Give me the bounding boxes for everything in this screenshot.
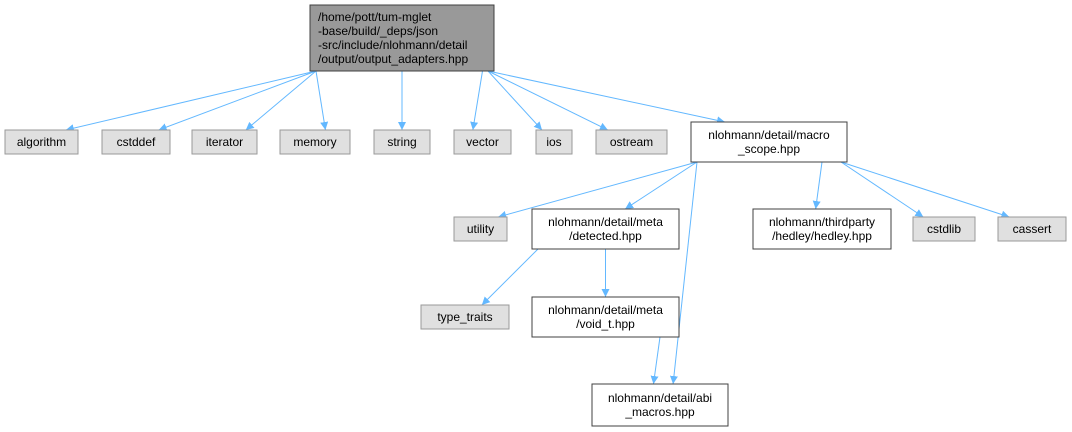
node-box-string — [373, 129, 431, 155]
node-label-root-line-2: -base/build/_deps/json — [318, 24, 438, 38]
node-iterator: iterator — [191, 129, 258, 155]
node-string: string — [373, 129, 431, 155]
node-label-string-line-1: string — [387, 135, 416, 149]
node-label-cstdlib-line-1: cstdlib — [927, 222, 961, 236]
node-cstddef: cstddef — [101, 129, 171, 155]
node-box-hedley — [752, 208, 892, 250]
node-box-macro_scope — [690, 121, 848, 163]
node-box-void_t — [531, 296, 680, 338]
node-label-ostream-line-1: ostream — [610, 135, 653, 149]
node-box-detected — [531, 208, 680, 250]
node-box-root — [309, 4, 495, 72]
edge-macro_scope-to-hedley — [812, 161, 823, 210]
node-label-macro_scope-line-2: _scope.hpp — [737, 142, 800, 156]
node-utility: utility — [453, 216, 508, 242]
node-label-memory-line-1: memory — [293, 135, 336, 149]
node-box-cassert — [997, 216, 1067, 242]
node-cstdlib: cstdlib — [912, 216, 976, 242]
edge-root-to-ostream — [487, 70, 609, 131]
node-label-detected-line-2: /detected.hpp — [569, 229, 642, 243]
node-label-detected-line-1: nlohmann/detail/meta — [548, 215, 663, 229]
node-label-macro_scope-line-1: nlohmann/detail/macro — [708, 128, 830, 142]
node-box-abi_macros — [591, 383, 729, 427]
node-label-utility-line-1: utility — [467, 222, 494, 236]
node-box-algorithm — [4, 129, 79, 155]
node-label-hedley-line-1: nlohmann/thirdparty — [769, 215, 875, 229]
node-type_traits: type_traits — [420, 304, 510, 330]
node-memory: memory — [279, 129, 351, 155]
edge-root-to-iterator — [245, 70, 317, 131]
edge-root-to-macro_scope — [487, 70, 726, 125]
node-vector: vector — [453, 129, 512, 155]
node-ostream: ostream — [595, 129, 668, 155]
node-box-ios — [535, 129, 573, 155]
edge-detected-to-type_traits — [481, 248, 539, 306]
edge-macro_scope-to-cassert — [840, 161, 1010, 219]
edge-root-to-vector — [470, 70, 483, 131]
node-cassert: cassert — [997, 216, 1067, 242]
edge-root-to-memory — [315, 70, 329, 131]
node-label-vector-line-1: vector — [466, 135, 499, 149]
node-box-cstddef — [101, 129, 171, 155]
node-label-type_traits-line-1: type_traits — [437, 310, 492, 324]
node-label-void_t-line-1: nlohmann/detail/meta — [548, 303, 663, 317]
node-detected[interactable]: nlohmann/detail/meta/detected.hpp — [531, 208, 680, 250]
edge-root-to-cstddef — [158, 70, 317, 131]
node-ios: ios — [535, 129, 573, 155]
node-hedley[interactable]: nlohmann/thirdparty/hedley/hedley.hpp — [752, 208, 892, 250]
node-box-memory — [279, 129, 351, 155]
edge-void_t-to-abi_macros — [650, 336, 661, 385]
edge-root-to-algorithm — [65, 70, 317, 133]
node-box-iterator — [191, 129, 258, 155]
nodes-layer: /home/pott/tum-mglet-base/build/_deps/js… — [4, 4, 1067, 427]
node-box-type_traits — [420, 304, 510, 330]
node-label-hedley-line-2: /hedley/hedley.hpp — [772, 229, 872, 243]
node-box-ostream — [595, 129, 668, 155]
node-void_t[interactable]: nlohmann/detail/meta/void_t.hpp — [531, 296, 680, 338]
node-label-cassert-line-1: cassert — [1013, 222, 1052, 236]
node-label-cstddef-line-1: cstddef — [117, 135, 156, 149]
edge-macro_scope-to-cstdlib — [840, 161, 924, 218]
node-label-abi_macros-line-2: _macros.hpp — [624, 405, 695, 419]
node-box-cstdlib — [912, 216, 976, 242]
node-label-iterator-line-1: iterator — [206, 135, 243, 149]
node-algorithm: algorithm — [4, 129, 79, 155]
node-box-vector — [453, 129, 512, 155]
edge-macro_scope-to-abi_macros — [669, 161, 698, 385]
edge-macro_scope-to-detected — [624, 161, 698, 210]
node-label-root-line-3: -src/include/nlohmann/detail — [318, 38, 467, 52]
node-label-root-line-4: /output/output_adapters.hpp — [318, 52, 468, 66]
node-label-algorithm-line-1: algorithm — [17, 135, 66, 149]
edge-root-to-ios — [487, 70, 543, 131]
node-label-abi_macros-line-1: nlohmann/detail/abi — [608, 391, 712, 405]
node-box-utility — [453, 216, 508, 242]
node-label-root-line-1: /home/pott/tum-mglet — [318, 10, 432, 24]
node-abi_macros[interactable]: nlohmann/detail/abi_macros.hpp — [591, 383, 729, 427]
edge-macro_scope-to-utility — [498, 161, 698, 219]
node-macro_scope[interactable]: nlohmann/detail/macro_scope.hpp — [690, 121, 848, 163]
node-root: /home/pott/tum-mglet-base/build/_deps/js… — [309, 4, 495, 72]
node-label-void_t-line-2: /void_t.hpp — [576, 317, 635, 331]
node-label-ios-line-1: ios — [546, 135, 561, 149]
edges-layer — [65, 70, 1010, 385]
